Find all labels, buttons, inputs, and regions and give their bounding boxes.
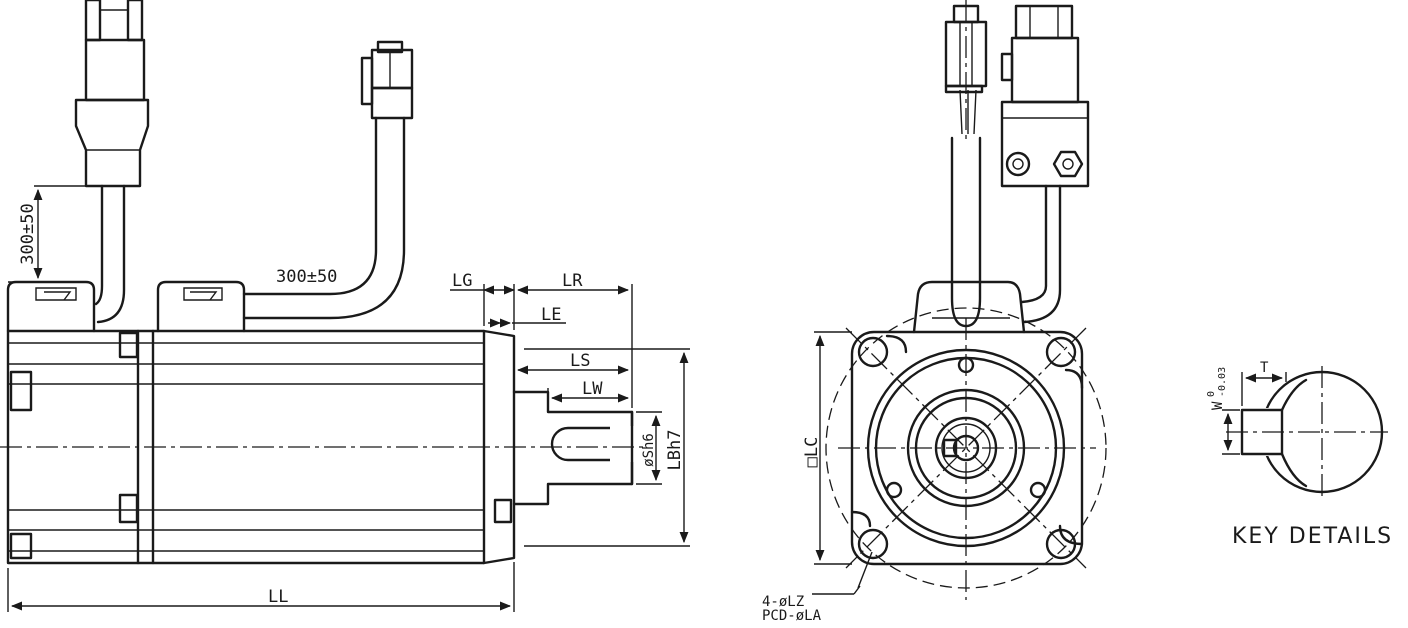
key-w-tol-lower: -0.03 [1217,367,1228,397]
dim-diameters: øSh6 LBh7 [524,348,690,547]
shaft [512,390,636,506]
dim-body-length: LL [268,587,288,607]
dim-lr: LR [562,271,583,291]
dim-cable-vertical: 300±50 [8,185,86,283]
power-connector-housing [156,280,246,333]
hole-callout: 4-øLZ PCD-øLA [762,551,873,624]
key-details: T W 0 -0.03 KEY DETAILS [1206,360,1393,549]
motor-body [6,329,516,565]
encoder-connector-housing [6,280,96,333]
key-w-tol-upper: 0 [1206,391,1217,397]
dim-cable-length-horizontal: 300±50 [276,267,337,287]
dim-le: LE [541,305,561,325]
front-left-cable [944,0,988,328]
dim-flange-square: □LC [802,437,822,468]
front-right-cable [1000,4,1090,324]
left-cable [74,0,150,324]
dim-front-lengths: LG LR LE LS LW [450,271,633,408]
dim-ll: LL [7,562,515,612]
mounting-holes [850,334,1084,560]
dim-ls: LS [570,351,590,371]
dim-lg: LG [452,271,472,291]
dim-flange-diameter: LBh7 [665,430,685,471]
right-cable [242,40,414,320]
side-view: 300±50 300±50 LG LR LE LS LW [0,0,690,612]
key-details-title: KEY DETAILS [1232,524,1393,549]
front-view: □LC 4-øLZ PCD-øLA [762,0,1107,624]
key-w-label: W [1210,401,1226,410]
dim-cable-length-vertical: 300±50 [18,203,38,264]
dim-lw: LW [582,379,603,399]
hole-count-diameter: 4-øLZ [762,594,804,610]
key-t-label: T [1260,360,1269,376]
pitch-circle-diameter: PCD-øLA [762,608,822,624]
dim-lc: □LC [802,331,852,565]
dim-shaft-diameter: øSh6 [641,433,657,467]
